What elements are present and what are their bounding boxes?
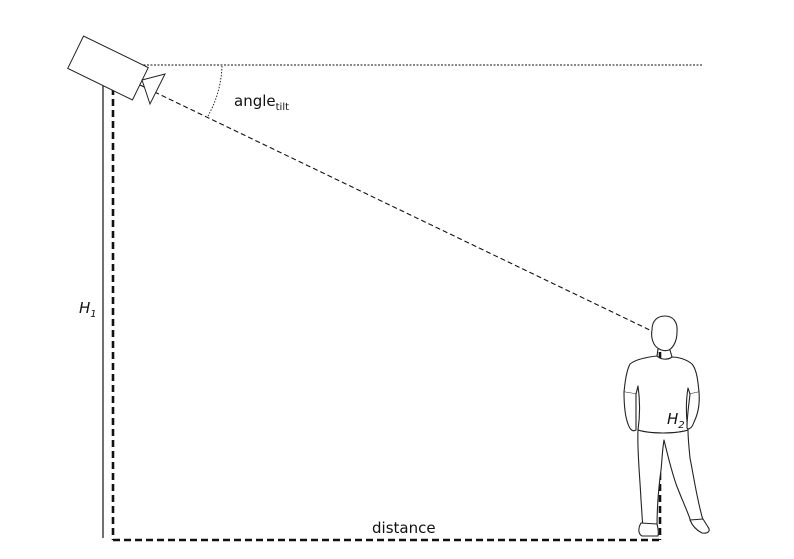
h1-label: H1 bbox=[79, 299, 97, 320]
sight-line bbox=[139, 84, 657, 334]
camera-icon bbox=[67, 35, 166, 106]
angle-tilt-label: angletilt bbox=[234, 92, 289, 113]
person-figure bbox=[623, 315, 710, 537]
distance-label: distance bbox=[372, 519, 436, 537]
tilt-angle-arc bbox=[207, 65, 223, 117]
h2-label: H2 bbox=[667, 410, 685, 431]
